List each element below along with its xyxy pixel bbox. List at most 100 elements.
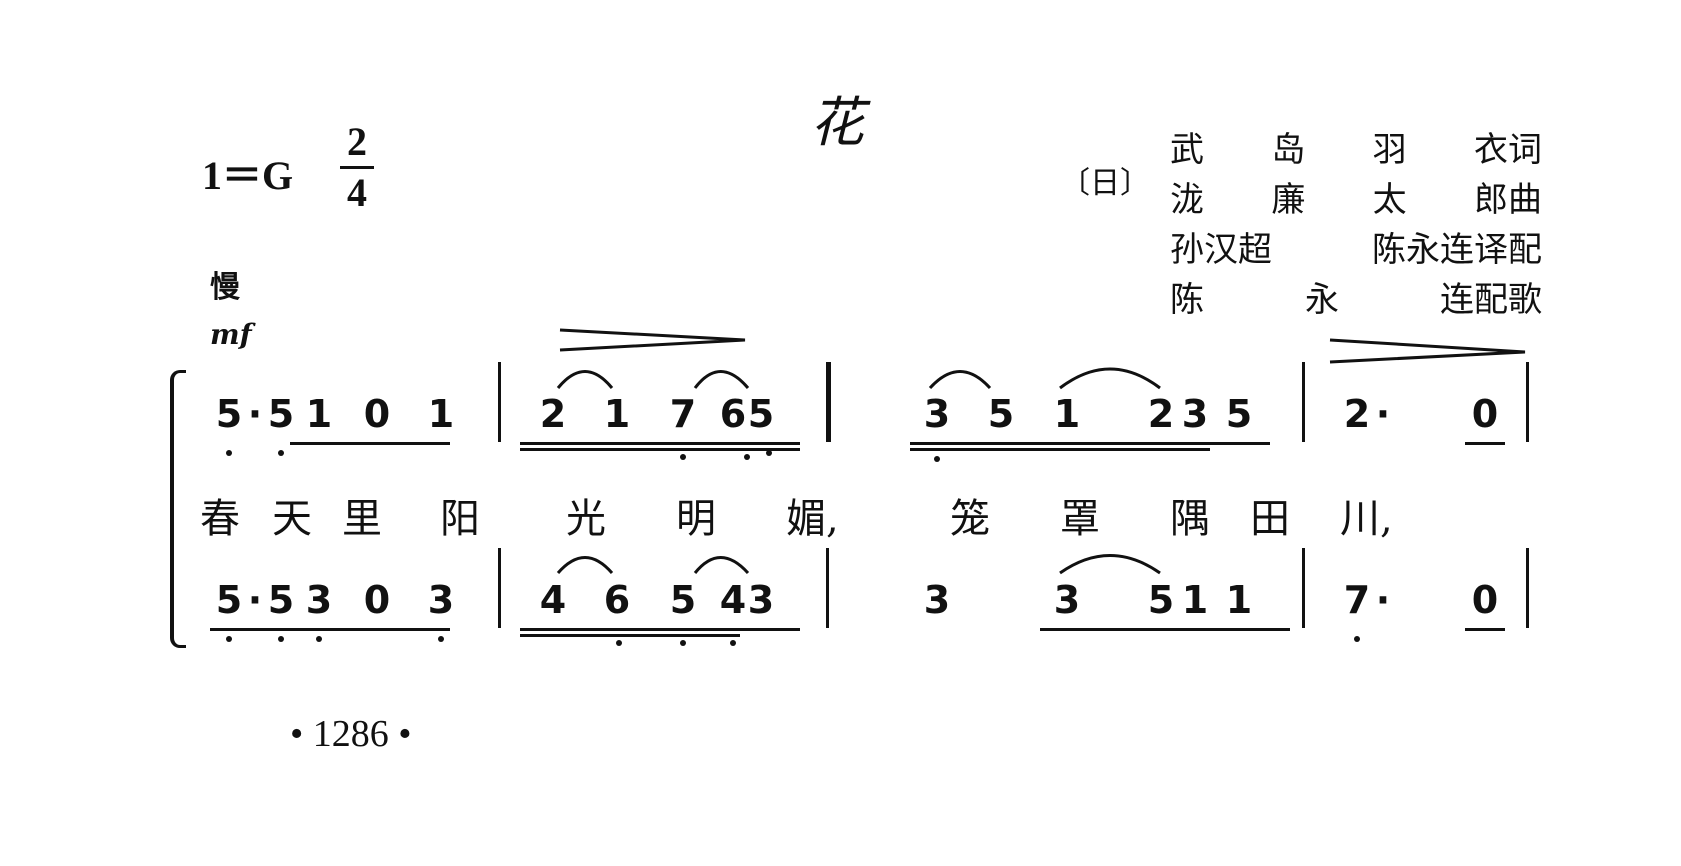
slur	[1059, 367, 1161, 390]
lyric-char: 春	[200, 496, 240, 542]
note: 3	[1053, 578, 1081, 622]
time-signature-bottom: 4	[347, 170, 367, 215]
note: 5	[267, 392, 295, 436]
beam-line	[910, 448, 1210, 451]
note: 0	[1471, 578, 1499, 622]
beam-line	[210, 628, 450, 631]
lyric-char: 媚,	[786, 496, 839, 542]
time-signature-top: 2	[347, 119, 367, 164]
barline	[1302, 362, 1305, 442]
credit-lyricist: 武 岛 羽 衣词	[1170, 122, 1542, 171]
credit-text: 孙汉超	[1170, 230, 1272, 270]
credit-text: 岛	[1271, 130, 1306, 170]
time-signature-line	[340, 166, 374, 169]
lyric-char: 笼	[950, 496, 990, 542]
note: 1	[1053, 392, 1081, 436]
beam-line	[290, 442, 450, 445]
note: 5	[987, 392, 1015, 436]
note: 5	[1147, 578, 1175, 622]
octave-dot	[766, 450, 772, 456]
credit-composer: 泷 廉 太 郎曲	[1170, 172, 1542, 221]
note: 5	[747, 392, 775, 436]
lyric-char: 罩	[1060, 496, 1100, 542]
lyric-char: 里	[342, 496, 382, 542]
lyric-char: 光	[566, 496, 606, 542]
octave-dot	[316, 636, 322, 642]
song-title: 花	[810, 91, 864, 154]
page-number: • 1286 •	[290, 713, 412, 755]
note: 3	[923, 392, 951, 436]
note: 1	[427, 392, 455, 436]
octave-dot	[226, 636, 232, 642]
barline	[826, 362, 831, 442]
credit-text: 廉	[1271, 180, 1306, 220]
lyric-char: 隅	[1170, 496, 1210, 542]
octave-dot	[438, 636, 444, 642]
octave-dot	[278, 450, 284, 456]
note: 5	[669, 578, 697, 622]
lyric-char: 阳	[440, 496, 480, 542]
nationality-label: 〔日〕	[1060, 166, 1150, 201]
note: 3	[923, 578, 951, 622]
key-signature: 1＝G	[202, 153, 294, 198]
credit-text: 泷	[1170, 180, 1204, 220]
note: 0	[1471, 392, 1499, 436]
note: 5	[215, 392, 243, 436]
tempo-marking: 慢	[210, 270, 240, 305]
slur	[556, 370, 614, 389]
note: 1	[1181, 578, 1209, 622]
note: ·	[247, 578, 263, 622]
note: 7	[669, 392, 697, 436]
note: 5	[1225, 392, 1253, 436]
note: 3	[427, 578, 455, 622]
note: 3	[1181, 392, 1209, 436]
note: 3	[305, 578, 333, 622]
beam-line	[1040, 628, 1290, 631]
note: 4	[539, 578, 567, 622]
octave-dot	[934, 456, 940, 462]
octave-dot	[1354, 636, 1360, 642]
octave-dot	[226, 450, 232, 456]
note: 7	[1343, 578, 1371, 622]
credit-text: 连配歌	[1440, 280, 1542, 320]
lyric-char: 明	[676, 496, 716, 542]
beam-line	[1465, 628, 1505, 631]
barline	[1526, 362, 1529, 442]
dynamic-marking: mf	[210, 318, 252, 351]
beam-line	[520, 448, 800, 451]
barline	[826, 548, 829, 628]
time-signature: 2 4	[340, 122, 374, 213]
octave-dot	[680, 454, 686, 460]
note: 4	[719, 578, 747, 622]
slur	[693, 370, 750, 389]
diminuendo-hairpin	[1329, 338, 1526, 364]
note: 5	[267, 578, 295, 622]
note: 2	[1343, 392, 1371, 436]
note: 6	[719, 392, 747, 436]
note: 2	[1147, 392, 1175, 436]
system-brace	[170, 370, 186, 648]
lyric-char: 田	[1250, 496, 1290, 542]
note: 1	[603, 392, 631, 436]
note: ·	[1375, 392, 1391, 436]
credit-text: 陈	[1170, 280, 1204, 320]
upper-staff: 5 · 5 1 0 1 2 1 7 6 5 3 5 1 2 3 5 2 · 0	[170, 362, 1540, 462]
note: 3	[747, 578, 775, 622]
octave-dot	[680, 640, 686, 646]
lyric-char: 天	[272, 496, 312, 542]
slur	[556, 556, 614, 574]
credit-text: 武	[1170, 130, 1204, 170]
beam-line	[1465, 442, 1505, 445]
octave-dot	[278, 636, 284, 642]
credit-text: 太	[1372, 180, 1407, 220]
beam-line	[520, 634, 740, 637]
beam-line	[520, 628, 800, 631]
credit-text: 陈永连译配	[1372, 230, 1542, 270]
slur	[928, 370, 992, 390]
note: 1	[305, 392, 333, 436]
note: 1	[1225, 578, 1253, 622]
credit-text: 永	[1305, 280, 1339, 320]
octave-dot	[744, 454, 750, 460]
note: 6	[603, 578, 631, 622]
octave-dot	[730, 640, 736, 646]
